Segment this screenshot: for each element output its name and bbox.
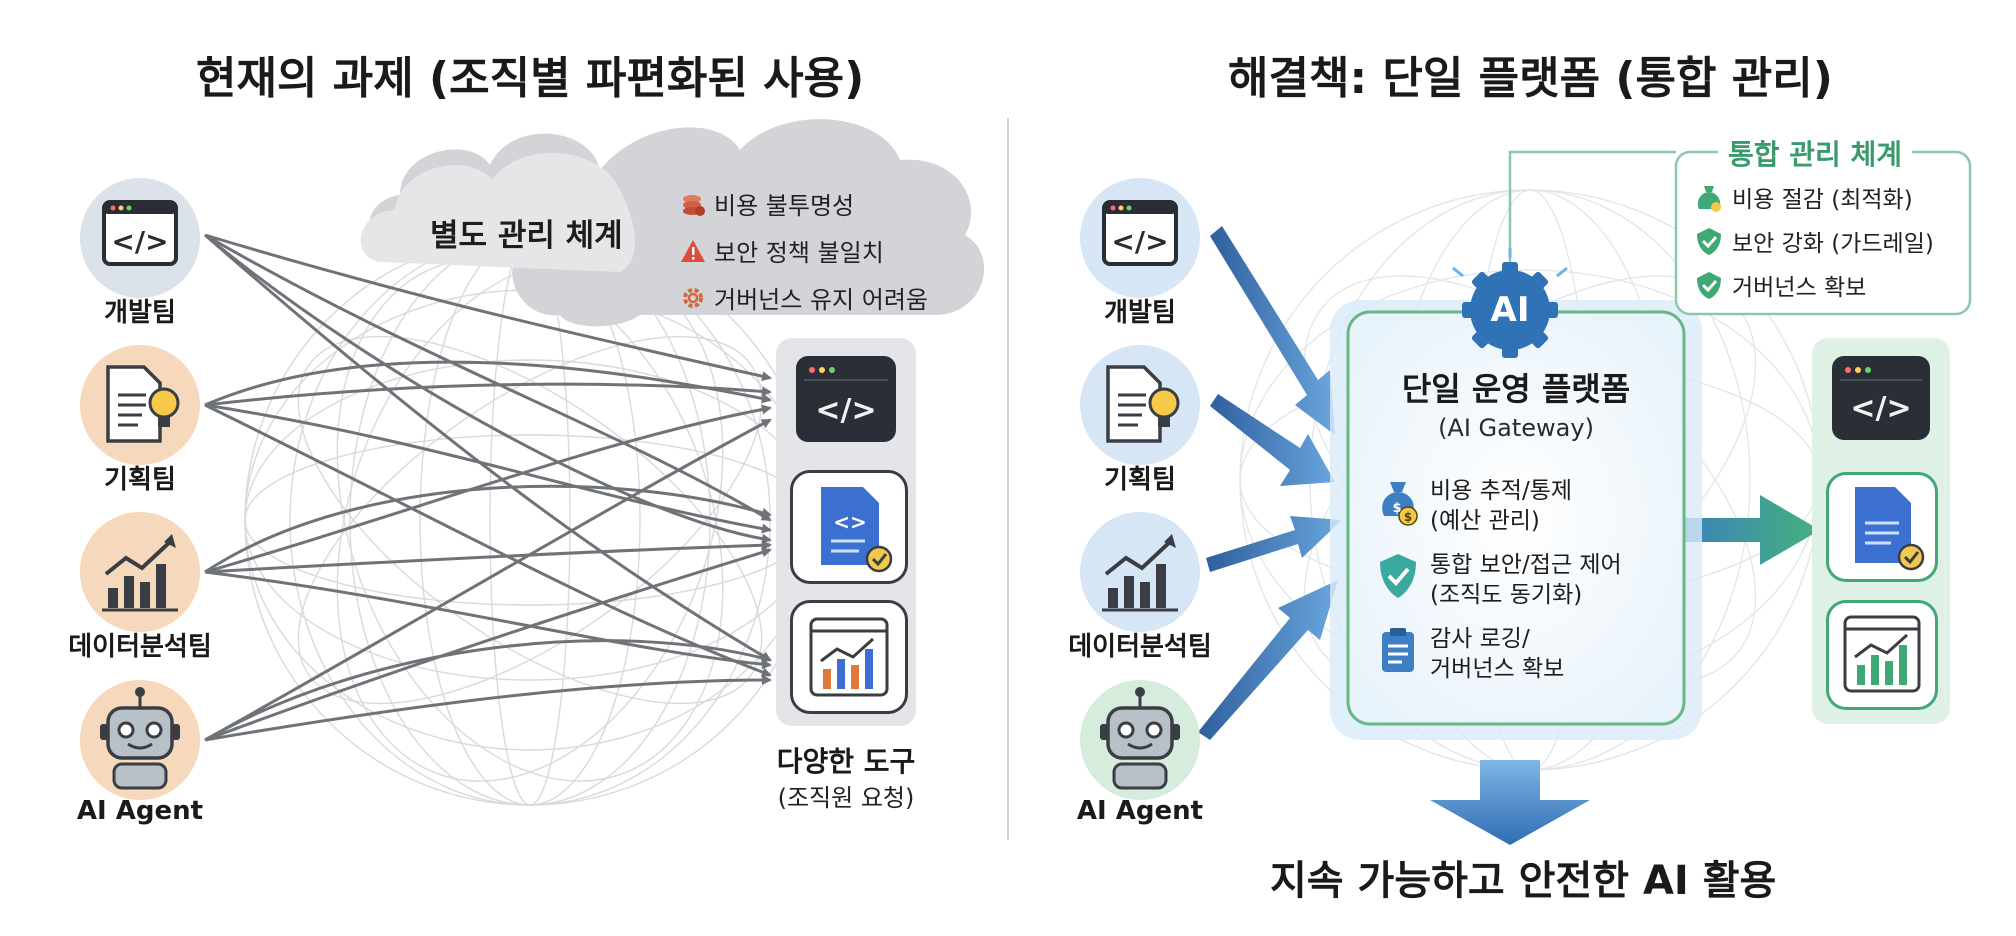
money-bag-icon: $ $ <box>1382 482 1418 526</box>
svg-text:</>: </> <box>111 225 168 258</box>
cloud-issue-label: 보안 정책 불일치 <box>714 239 884 267</box>
gateway-feature-line2: 거버넌스 확보 <box>1430 656 1565 682</box>
cloud-issue-item: 비용 불투명성 <box>680 186 928 221</box>
governance-title: 통합 관리 체계 <box>1718 133 1913 173</box>
tools-label: 다양한 도구 <box>776 745 916 778</box>
team-circle-plan-right <box>1080 345 1200 465</box>
team-label-dev-right: 개발팀 <box>1104 298 1176 328</box>
output-arrow <box>1668 495 1820 565</box>
team-circle-data-right <box>1080 512 1200 632</box>
tool-chart-icon-right <box>1826 600 1938 710</box>
code-window-icon: </> <box>102 200 178 266</box>
tool-document-icon-right <box>1826 472 1938 582</box>
governance-item-label: 보안 강화 (가드레일) <box>1732 231 1934 257</box>
code-window-icon: </> <box>1102 200 1178 266</box>
gateway-title: 단일 운영 플랫폼 <box>1401 370 1631 408</box>
gateway-feature-line2: (예산 관리) <box>1430 508 1540 534</box>
gateway-feature-item: $ $ 비용 추적/통제 (예산 관리) <box>1376 476 1622 536</box>
line-chart-icon <box>1843 615 1921 693</box>
team-circle-dev-right: </> <box>1080 178 1200 298</box>
gateway-feature-text: 감사 로깅/ 거버넌스 확보 <box>1430 624 1564 684</box>
ai-gear-icon <box>1452 248 1568 358</box>
cloud-shape <box>360 119 985 327</box>
code-window-icon: </> <box>804 367 888 428</box>
document-check-icon <box>1855 487 1925 571</box>
robot-icon <box>100 687 180 790</box>
bar-chart-icon <box>1102 534 1178 612</box>
team-label-data: 데이터분석팀 <box>68 632 212 662</box>
governance-item: 보안 강화 (가드레일) <box>1694 224 1934 258</box>
cloud-issue-list: 비용 불투명성 보안 정책 불일치 거버넌스 유지 어려움 <box>680 186 928 315</box>
ai-badge-label: AI <box>1490 290 1530 330</box>
coins-icon <box>683 194 705 216</box>
tool-chart-icon <box>790 600 908 714</box>
clipboard-icon <box>1382 628 1414 672</box>
svg-text:<>: <> <box>833 510 867 534</box>
team-circle-dev: </> <box>80 178 200 298</box>
line-chart-icon <box>809 617 889 697</box>
document-check-icon: <> <box>821 487 893 573</box>
document-lightbulb-icon <box>106 365 180 443</box>
team-circle-agent <box>80 680 200 800</box>
tangled-arrows <box>204 233 772 742</box>
team-label-dev: 개발팀 <box>104 298 176 328</box>
team-label-agent-right: AI Agent <box>1076 796 1204 826</box>
mesh-globe-left <box>244 234 816 806</box>
shield-check-icon <box>1697 272 1721 299</box>
tool-code-editor-icon-right: </> <box>1832 356 1930 440</box>
code-window-icon: </> <box>1840 367 1922 426</box>
right-title: 해결책: 단일 플랫폼 (통합 관리) <box>1228 53 1833 104</box>
svg-text:$: $ <box>1392 501 1401 516</box>
left-title: 현재의 과제 (조직별 파편화된 사용) <box>196 53 865 104</box>
down-arrow <box>1430 760 1590 845</box>
team-circle-agent-right <box>1080 680 1200 800</box>
cloud-label: 별도 관리 체계 <box>430 218 623 254</box>
warning-icon <box>681 239 705 262</box>
svg-text:$: $ <box>1404 510 1412 524</box>
shield-check-icon <box>1697 228 1721 255</box>
team-label-agent: AI Agent <box>76 796 204 826</box>
team-label-plan: 기획팀 <box>104 465 176 495</box>
cloud-issue-label: 비용 불투명성 <box>714 192 855 220</box>
document-lightbulb-icon <box>1106 365 1180 443</box>
gateway-feature-line1: 감사 로깅/ <box>1430 626 1530 652</box>
gateway-feature-item: 감사 로깅/ 거버넌스 확보 <box>1376 624 1622 684</box>
gateway-feature-list: $ $ 비용 추적/통제 (예산 관리) 통합 보안/접근 제어 (조직도 동기… <box>1376 476 1622 684</box>
svg-text:</>: </> <box>1111 225 1168 258</box>
team-circle-plan <box>80 345 200 465</box>
bar-chart-icon <box>102 534 178 612</box>
team-label-data-right: 데이터분석팀 <box>1068 632 1212 662</box>
gateway-subtitle: (AI Gateway) <box>1438 414 1594 442</box>
converging-arrows <box>1198 226 1342 740</box>
conclusion-text: 지속 가능하고 안전한 AI 활용 <box>1270 858 1777 904</box>
governance-item: 비용 절감 (최적화) <box>1694 180 1934 214</box>
team-label-plan-right: 기획팀 <box>1104 465 1176 495</box>
governance-item-label: 비용 절감 (최적화) <box>1732 187 1913 213</box>
gateway-feature-line1: 비용 추적/통제 <box>1430 478 1573 504</box>
governance-item: 거버넌스 확보 <box>1694 268 1934 302</box>
governance-item-label: 거버넌스 확보 <box>1732 275 1867 301</box>
gateway-feature-line2: (조직도 동기화) <box>1430 582 1583 608</box>
gateway-feature-text: 통합 보안/접근 제어 (조직도 동기화) <box>1430 550 1622 610</box>
team-circle-data <box>80 512 200 632</box>
gateway-feature-text: 비용 추적/통제 (예산 관리) <box>1430 476 1572 536</box>
shield-check-icon <box>1380 554 1416 598</box>
tools-sublabel: (조직원 요청) <box>777 784 915 812</box>
tool-document-icon: <> <box>790 470 908 584</box>
gateway-feature-line1: 통합 보안/접근 제어 <box>1430 552 1622 578</box>
gear-icon <box>683 287 703 308</box>
cloud-issue-label: 거버넌스 유지 어려움 <box>714 286 928 314</box>
tool-code-editor-icon: </> <box>796 356 896 442</box>
cloud-issue-item: 보안 정책 불일치 <box>680 233 928 268</box>
svg-text:</>: </> <box>815 393 876 428</box>
money-bag-icon <box>1697 186 1721 212</box>
svg-text:</>: </> <box>1850 391 1911 426</box>
governance-list: 비용 절감 (최적화) 보안 강화 (가드레일) 거버넌스 확보 <box>1694 180 1934 302</box>
cloud-issue-item: 거버넌스 유지 어려움 <box>680 280 928 315</box>
robot-icon <box>1100 687 1180 790</box>
governance-connector <box>1508 150 1676 262</box>
gateway-feature-item: 통합 보안/접근 제어 (조직도 동기화) <box>1376 550 1622 610</box>
